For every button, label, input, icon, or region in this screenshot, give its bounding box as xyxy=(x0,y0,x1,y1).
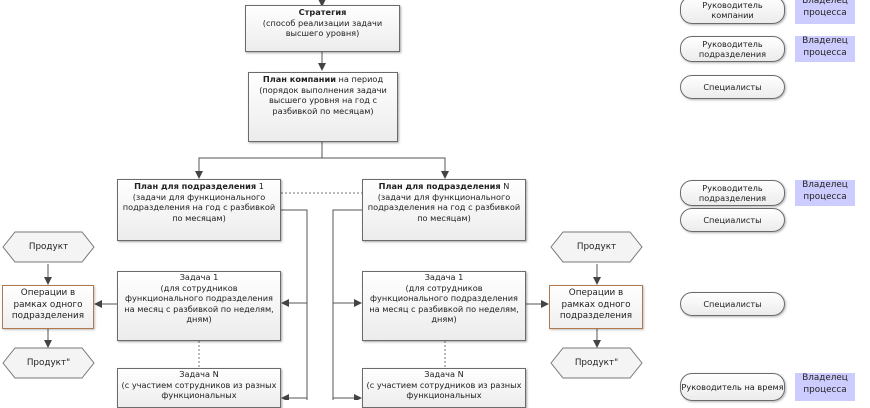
owner-badge-1: Владелец процесса xyxy=(795,0,855,24)
owner-badge-4: Владелец процесса xyxy=(795,373,855,401)
operations-right-box[interactable]: Операции в рамках одного подразделения xyxy=(549,285,643,329)
company-plan-text: (порядок выполнения задачи высшего уровн… xyxy=(259,84,387,116)
role-dept-head-2[interactable]: Руководитель подразделения xyxy=(680,180,785,206)
left-trunk xyxy=(281,209,308,400)
task-n-right-text: (с участием сотрудников из разных функци… xyxy=(366,379,522,401)
dept-plan-n-title: План для подразделения xyxy=(378,181,501,191)
product-in-left-hex xyxy=(2,231,95,263)
dept-plan-n-suffix: N xyxy=(500,181,510,191)
task-n-left-title: Задача N xyxy=(179,369,219,379)
role-temp-head[interactable]: Руководитель на время xyxy=(680,373,785,401)
strategy-text: (способ реализации задачи высшего уровня… xyxy=(262,17,383,39)
product-in-right-hex xyxy=(550,231,643,263)
owner-badge-2: Владелец процесса xyxy=(795,36,855,62)
product-in-right[interactable]: Продукт xyxy=(576,242,617,252)
task-1-left-text: (для сотрудников функционального подразд… xyxy=(124,282,274,325)
product-in-left[interactable]: Продукт xyxy=(28,242,69,252)
task-1-right-title: Задача 1 xyxy=(424,272,464,282)
company-plan-title: План компании xyxy=(262,74,336,84)
dept-plan-n-text: (задачи для функционального подразделени… xyxy=(367,191,521,223)
product-out-right[interactable]: Продукт" xyxy=(574,358,619,368)
role-dept-head[interactable]: Руководитель подразделения xyxy=(680,36,785,62)
role-specialists-2[interactable]: Специалисты xyxy=(680,208,785,232)
line-split xyxy=(198,157,446,177)
dept-plan-1-box[interactable]: План для подразделения 1 (задачи для фун… xyxy=(117,179,281,241)
operations-left-box[interactable]: Операции в рамках одного подразделения xyxy=(2,285,94,329)
owner-badge-3: Владелец процесса xyxy=(795,180,855,206)
role-specialists-3[interactable]: Специалисты xyxy=(680,292,785,316)
task-n-right-box[interactable]: Задача N (с участием сотрудников из разн… xyxy=(362,368,526,408)
task-n-left-text: (с участием сотрудников из разных функци… xyxy=(121,379,277,401)
task-n-right-title: Задача N xyxy=(424,369,464,379)
task-1-left-title: Задача 1 xyxy=(179,272,219,282)
dept-plan-1-text: (задачи для функционального подразделени… xyxy=(122,191,276,223)
task-n-left-box[interactable]: Задача N (с участием сотрудников из разн… xyxy=(117,368,281,408)
product-out-left[interactable]: Продукт" xyxy=(26,358,71,368)
task-1-right-text: (для сотрудников функционального подразд… xyxy=(369,282,519,325)
task-1-right-box[interactable]: Задача 1 (для сотрудников функциональног… xyxy=(362,271,526,341)
dept-plan-n-box[interactable]: План для подразделения N (задачи для фун… xyxy=(362,179,526,241)
task-1-left-box[interactable]: Задача 1 (для сотрудников функциональног… xyxy=(117,271,281,341)
dept-plan-1-title: План для подразделения xyxy=(134,181,257,191)
dept-plan-1-suffix: 1 xyxy=(256,181,264,191)
role-specialists-1[interactable]: Специалисты xyxy=(680,75,785,99)
product-out-right-hex xyxy=(550,347,643,379)
right-trunk xyxy=(332,209,362,400)
strategy-box[interactable]: Стратегия (способ реализации задачи высш… xyxy=(245,5,400,52)
company-plan-box[interactable]: План компании на период (порядок выполне… xyxy=(248,72,398,142)
strategy-title: Стратегия xyxy=(298,7,347,17)
role-company-head[interactable]: Руководитель компании xyxy=(680,0,785,24)
product-out-left-hex xyxy=(2,347,95,379)
company-plan-period: на период xyxy=(335,74,384,84)
